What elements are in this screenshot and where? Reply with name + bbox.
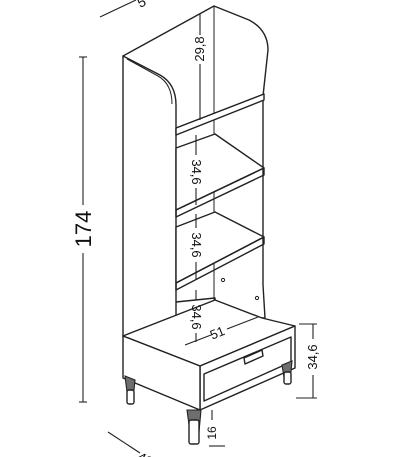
shelf-gap-2-dimension: 34,6 bbox=[189, 214, 204, 280]
top-width-label: 5 bbox=[135, 0, 149, 11]
inner-depth-dimension: 51 bbox=[184, 316, 259, 346]
total-height-label: 174 bbox=[71, 211, 96, 248]
top-width-dimension: 5 bbox=[99, 0, 149, 18]
inner-depth-label: 51 bbox=[208, 323, 227, 342]
depth-dimension: 43 bbox=[107, 431, 156, 457]
shelf-top-gap-label: 29,8 bbox=[192, 36, 207, 61]
left-side-panel bbox=[122, 55, 177, 363]
shelves bbox=[175, 93, 265, 301]
base-cabinet bbox=[122, 299, 296, 411]
base-height-label: 34,6 bbox=[305, 344, 320, 369]
legs bbox=[124, 360, 293, 445]
shelf-top-dimension: 29,8 bbox=[192, 14, 207, 120]
leg-height-label: 16 bbox=[205, 426, 219, 440]
shelf-gap-1-label: 34,6 bbox=[189, 159, 204, 184]
leg-height-dimension: 16 bbox=[205, 410, 225, 447]
shelf-gap-3-label: 34,6 bbox=[189, 304, 204, 329]
base-height-dimension: 34,6 bbox=[296, 323, 320, 399]
depth-label: 43 bbox=[135, 449, 156, 457]
shelf-gap-1-dimension: 34,6 bbox=[189, 135, 204, 205]
drawer-handle bbox=[243, 349, 264, 365]
total-height-dimension: 174 bbox=[71, 56, 96, 403]
shelf-gap-2-label: 34,6 bbox=[189, 232, 204, 257]
